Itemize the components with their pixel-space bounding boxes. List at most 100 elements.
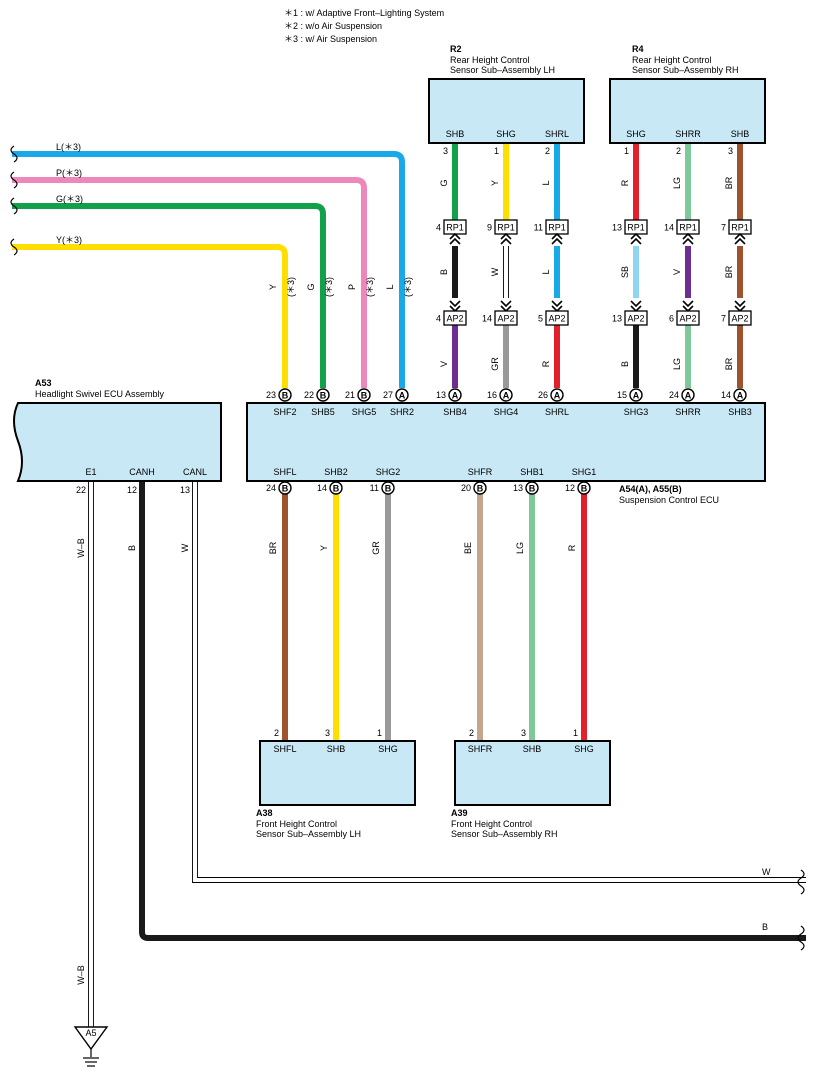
r2-pin-shrl: SHRL (545, 129, 569, 139)
left-wire-2-break-mark (10, 171, 18, 189)
rear-wire-5-mid-label: V (672, 269, 682, 275)
ecu-name: Suspension Control ECU (619, 495, 719, 505)
rear-wire-4-top-pin: 1 (624, 146, 629, 156)
left-wire-2 (12, 177, 367, 388)
r4-name-line1: Rear Height Control (632, 55, 712, 65)
left-wire-1-note: (＊3) (403, 277, 413, 297)
left-wire-3-ecu-pin: 22 (304, 390, 314, 400)
ecu-bottom-pin-shfr: SHFR (468, 467, 493, 477)
left-wire-1-vlabel: L (385, 284, 395, 289)
a53-wire-e1-label: W–B (76, 538, 86, 558)
front-wire-2-label: Y (319, 545, 329, 551)
rear-wire-6-ap2-box (728, 310, 752, 326)
a39-ref: A39 (451, 808, 468, 818)
front-wire-2-ecu-pin: 14 (317, 483, 327, 493)
rear-wire-1-ap2-pin: 4 (436, 313, 441, 323)
rear-wire-4-rp1-pin: 13 (612, 222, 622, 232)
rear-wire-3-ap2-pin: 5 (538, 313, 543, 323)
rear-wire-4-rp1-label: RP1 (627, 222, 645, 232)
rear-wire-1-rp1-pin: 4 (436, 222, 441, 232)
component-r2: R2 Rear Height Control Sensor Sub–Assemb… (428, 44, 585, 144)
a53-wire-canh (139, 481, 806, 941)
component-a53: A53 Headlight Swivel ECU Assembly E1 CAN… (13, 378, 222, 482)
ecu-bottom-pin-shb1: SHB1 (520, 467, 544, 477)
rear-wire-3-ap2-box (545, 310, 569, 326)
a38-ref: A38 (256, 808, 273, 818)
left-wire-2-label: P(＊3) (56, 168, 82, 178)
a53-pin-e1: E1 (85, 467, 96, 477)
front-wire-1-ecu-pin: 24 (266, 483, 276, 493)
component-suspension-ecu: A54(A), A55(B) Suspension Control ECU SH… (246, 402, 766, 505)
rear-wire-5-rp1-pin: 14 (664, 222, 674, 232)
r4-box (609, 78, 766, 144)
left-wire-1-ecu-conn-circle (395, 388, 409, 402)
rear-wire-3-ecu-conn-letter: A (554, 390, 561, 400)
rear-wire-2-ecu-pin: 16 (487, 390, 497, 400)
left-wire-2-ecu-conn-circle (357, 388, 371, 402)
component-a38: SHFL SHB SHG A38 Front Height Control Se… (256, 740, 416, 839)
ecu-top-pin-shr2: SHR2 (390, 407, 414, 417)
rear-wire-3-ap2-label: AP2 (548, 313, 565, 323)
rear-wire-3-rp1-chev-0 (551, 237, 563, 245)
rear-wire-1-ap2-chev-0 (449, 300, 461, 308)
rear-wire-6-mid-label: BR (724, 265, 734, 278)
a53-wire-canl-edge-r (197, 481, 806, 878)
a53-box (13, 402, 222, 482)
rear-wire-5-bot-label: LG (672, 358, 682, 370)
left-wire-1-label: L(＊3) (56, 142, 81, 152)
left-wire-3-ecu-conn-letter: B (320, 390, 327, 400)
left-wire-2-note: (＊3) (365, 277, 375, 297)
left-wire-1-ecu-conn-letter: A (399, 390, 406, 400)
a39-pin-shfr: SHFR (468, 744, 493, 754)
front-wire-5-ecu-conn-letter: B (529, 483, 536, 493)
rear-wire-1-ecu-conn-circle (448, 388, 462, 402)
front-wire-1-label: BR (268, 541, 278, 554)
ecu-top-pin-shg5: SHG5 (352, 407, 377, 417)
front-wire-4-ecu-conn-circle (473, 481, 487, 495)
rear-wire-6-ap2-label: AP2 (731, 313, 748, 323)
ecu-top-pin-shrl: SHRL (545, 407, 569, 417)
rear-wire-2-top-label: Y (490, 180, 500, 186)
a53-wire-canl-label: W (180, 543, 190, 552)
front-wire-2-sensor-pin: 3 (325, 728, 330, 738)
left-wire-1 (12, 151, 405, 388)
rear-wire-3-ecu-conn-circle (550, 388, 564, 402)
rear-wire-1-bot-label: V (439, 361, 449, 367)
ecu-top-pin-shb4: SHB4 (443, 407, 467, 417)
r2-name-line2: Sensor Sub–Assembly LH (450, 65, 555, 75)
ecu-bottom-pin-shg1: SHG1 (572, 467, 597, 477)
left-wire-4-ecu-pin: 23 (266, 390, 276, 400)
ground-a5: A5 (73, 1026, 109, 1067)
a38-box (259, 740, 416, 806)
rear-wire-2-ecu-conn-circle (499, 388, 513, 402)
rear-wire-6-ecu-conn-letter: A (737, 390, 744, 400)
a53-wire-canh-pin: 12 (127, 485, 137, 495)
front-wire-1-ecu-conn-letter: B (282, 483, 289, 493)
front-wire-3-sensor-pin: 1 (377, 728, 382, 738)
rear-wire-6-ecu-conn-circle (733, 388, 747, 402)
rear-wire-2-ap2-label: AP2 (497, 313, 514, 323)
note-1: ＊1 : w/ Adaptive Front–Lighting System (284, 8, 444, 18)
a53-wire-canh-break-mark (797, 925, 805, 951)
front-wire-5-sensor-pin: 3 (521, 728, 526, 738)
front-wire-6-label: R (567, 544, 577, 551)
rear-wire-2-ap2-chev-0 (500, 300, 512, 308)
a39-pin-shg: SHG (574, 744, 594, 754)
rear-wire-4-ap2-chev-0 (630, 300, 642, 308)
front-wire-4-ecu-conn-letter: B (477, 483, 484, 493)
rear-wire-6-ap2-pin: 7 (721, 313, 726, 323)
front-wire-5-ecu-conn-circle (525, 481, 539, 495)
a53-wire-e1-pin: 22 (76, 485, 86, 495)
left-wire-3-label: G(＊3) (56, 194, 83, 204)
component-a39: SHFR SHB SHG A39 Front Height Control Se… (451, 740, 611, 839)
a38-pin-shb: SHB (327, 744, 346, 754)
rear-wire-2-rp1-label: RP1 (497, 222, 515, 232)
r2-ref: R2 (450, 44, 462, 54)
ecu-box (246, 402, 766, 482)
rear-wire-6-rp1-label: RP1 (731, 222, 749, 232)
rear-wire-3-rp1-pin: 11 (534, 222, 543, 232)
front-wire-4-label: BE (463, 542, 473, 554)
front-wire-2-ecu-conn-circle (329, 481, 343, 495)
front-wire-3-label: GR (371, 541, 381, 555)
a53-pin-canh: CANH (129, 467, 155, 477)
